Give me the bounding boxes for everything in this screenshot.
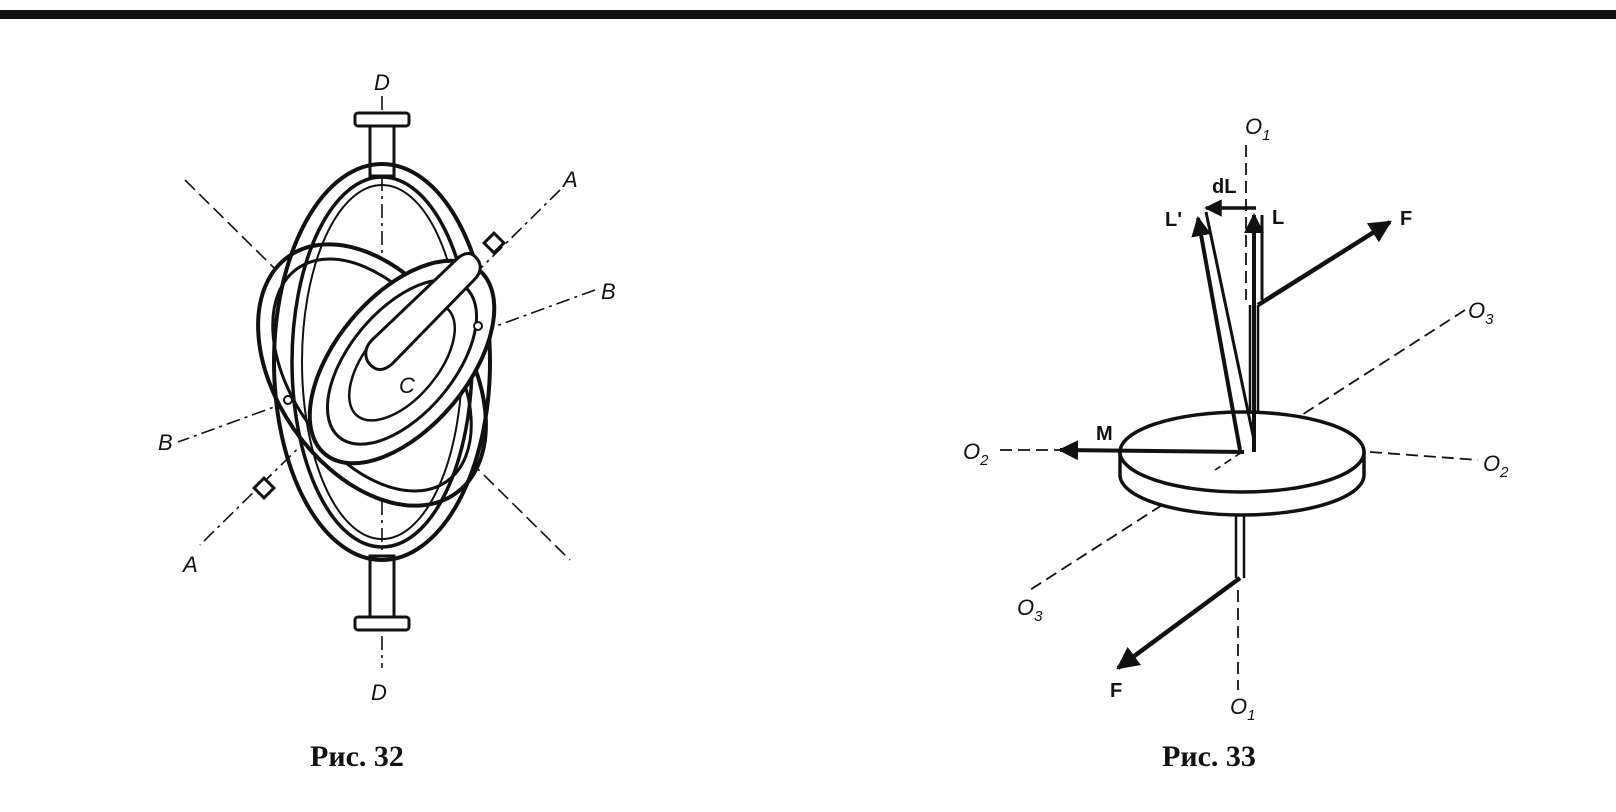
fig33-label-o2-left-main: O [963, 439, 980, 464]
fig33-label-o1-top-sub: 1 [1262, 127, 1270, 144]
top-rule [0, 10, 1616, 19]
fig33-label-dl: dL [1212, 176, 1236, 198]
fig33-vector-f-lower [1116, 576, 1242, 670]
fig33-label-o3-top: O3 [1468, 298, 1494, 328]
fig33-label-o2-left-sub: 2 [979, 452, 989, 469]
fig32-shaft-top [353, 111, 411, 178]
fig32-label-d-bottom: D [371, 680, 387, 705]
fig32-gyroscope: D D A A B B C [158, 70, 616, 705]
fig33-vector-l [1244, 213, 1264, 452]
fig33-label-o1-bottom: O1 [1230, 694, 1255, 724]
fig33-label-l: L [1272, 207, 1284, 229]
fig33-vector-m [1058, 440, 1245, 461]
fig32-caption: Рис. 32 [310, 740, 404, 773]
fig33-label-m: M [1096, 423, 1113, 445]
fig33-label-o1-top: O1 [1245, 114, 1270, 144]
fig33-label-o2-right-sub: 2 [1499, 464, 1509, 481]
fig33-label-o3-top-main: O [1468, 298, 1485, 323]
fig33-label-o2-left: O2 [963, 439, 989, 469]
fig33-label-o3-top-sub: 3 [1485, 311, 1494, 328]
fig33-label-o2-right: O2 [1483, 451, 1509, 481]
fig33-shaft-lower [1234, 515, 1246, 578]
fig32-label-b-right: B [601, 279, 616, 304]
fig33-precession: O1 O1 O2 O2 O3 O3 L L' dL M F F [963, 114, 1509, 724]
fig33-label-f-lower: F [1110, 680, 1122, 702]
fig33-label-o3-bottom-sub: 3 [1034, 608, 1043, 625]
fig33-label-o3-bottom: O3 [1017, 595, 1043, 625]
fig33-label-o1-bottom-sub: 1 [1247, 707, 1255, 724]
fig33-label-l-prime: L' [1165, 209, 1182, 231]
fig33-vector-f-upper [1256, 220, 1392, 307]
fig32-shaft-bottom [353, 554, 411, 632]
fig33-disk [1118, 410, 1366, 517]
fig33-vector-l-prime [1191, 211, 1256, 451]
fig32-pivots [251, 230, 507, 501]
fig32-rotor-axle [364, 252, 482, 371]
fig32-label-b-left: B [158, 430, 173, 455]
fig32-label-a-bottom: A [181, 552, 198, 577]
fig33-label-o1-top-main: O [1245, 114, 1262, 139]
fig33-label-o1-bottom-main: O [1230, 694, 1247, 719]
fig33-label-o3-bottom-main: O [1017, 595, 1034, 620]
fig32-label-a-top: A [561, 167, 578, 192]
fig33-label-f-upper: F [1400, 208, 1412, 230]
fig33-label-o2-right-main: O [1483, 451, 1500, 476]
fig32-label-d-top: D [374, 70, 390, 95]
fig32-label-c: C [399, 373, 415, 398]
fig33-caption: Рис. 33 [1162, 740, 1256, 773]
fig32-rotor [307, 258, 497, 466]
